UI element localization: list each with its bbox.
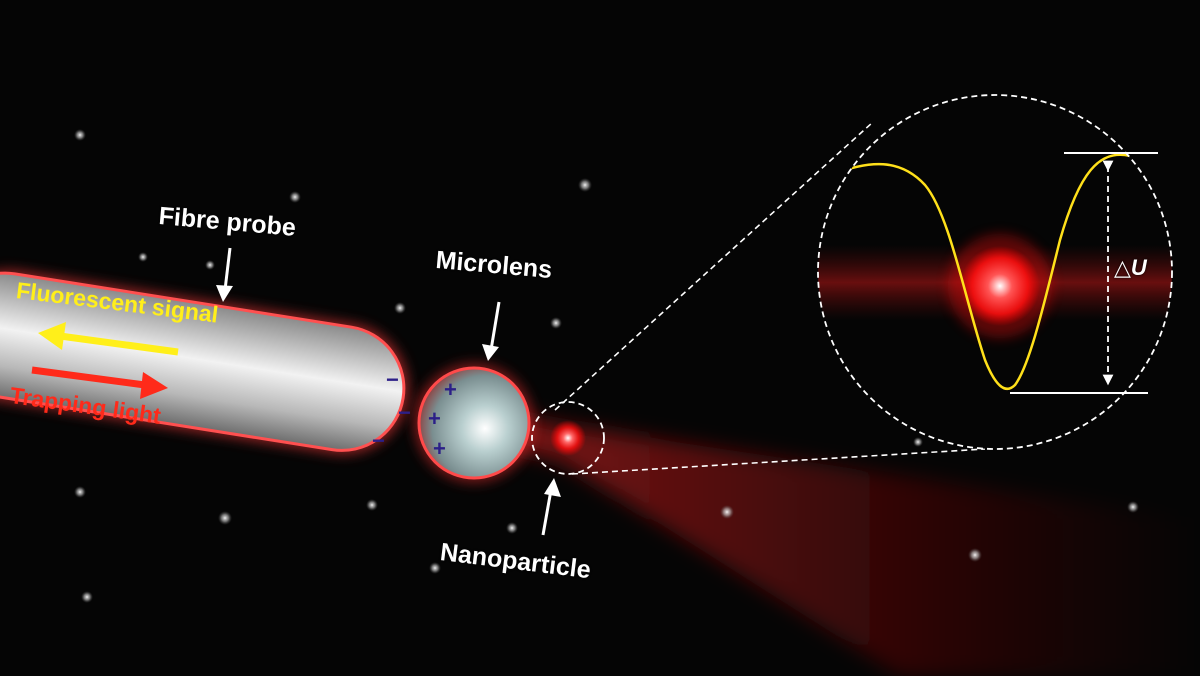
microlens-arrow-icon: [482, 301, 501, 361]
charge-minus-3: −: [372, 428, 385, 453]
zoom-guide-lines: [554, 121, 986, 475]
fibre-probe: [0, 269, 409, 455]
label-delta-u: △U: [1114, 255, 1147, 280]
charge-plus-2: +: [428, 406, 441, 431]
trapping-arrow-icon: [31, 366, 168, 399]
inset-magnification: [817, 94, 1173, 450]
nanoparticle-arrow-icon: [541, 478, 561, 536]
fluorescent-arrow-icon: [38, 322, 179, 356]
microlens: [414, 363, 534, 483]
charge-minus-1: −: [386, 367, 399, 392]
charge-minus-2: −: [398, 400, 411, 425]
potential-well-curve: [829, 153, 1172, 391]
charge-plus-3: +: [433, 436, 446, 461]
trapping-beam: [430, 400, 1200, 676]
background-particles: [74, 129, 1139, 603]
charge-plus-1: +: [444, 377, 457, 402]
fibre-probe-arrow-icon: [216, 247, 233, 302]
nanoparticle: [531, 401, 605, 475]
